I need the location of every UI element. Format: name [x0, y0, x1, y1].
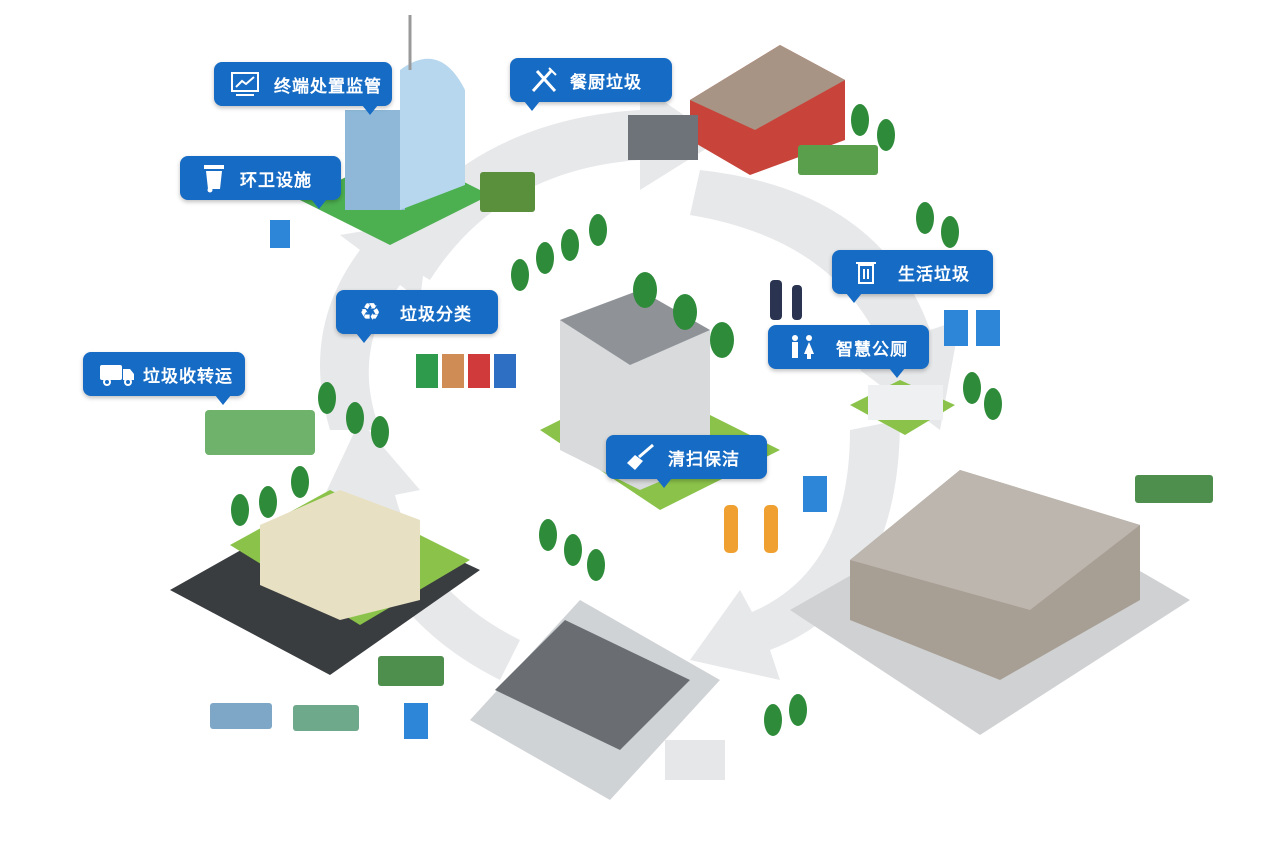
smart-toilet-building	[850, 380, 955, 435]
callout-terminal-disposal[interactable]: 终端处置监管	[214, 62, 392, 115]
garbage-truck	[1135, 475, 1213, 503]
callout-label: 环卫设施	[240, 170, 312, 191]
trees	[231, 104, 1002, 736]
office-tower	[300, 15, 490, 245]
wheelie-bin-icon	[196, 163, 232, 193]
callout-sanitation-facilities[interactable]: 环卫设施	[180, 156, 341, 209]
logistics-warehouse	[790, 470, 1190, 735]
cycle-arrow-bottom-left	[320, 420, 520, 680]
callout-tail	[889, 368, 905, 378]
callout-tail	[524, 101, 540, 111]
callout-label: 生活垃圾	[898, 264, 970, 285]
trash-can-icon	[848, 257, 884, 287]
callout-tail	[362, 105, 378, 115]
callout-household-waste[interactable]: 生活垃圾	[832, 250, 993, 303]
garbage-truck	[480, 172, 535, 212]
callout-tail	[356, 333, 372, 343]
callout-tail	[846, 293, 862, 303]
residential-villa	[170, 490, 480, 675]
callout-label: 智慧公厕	[836, 339, 908, 360]
fork-knife-icon	[526, 65, 562, 95]
truck-icon	[99, 359, 135, 389]
callout-label: 垃圾分类	[400, 304, 472, 325]
garbage-truck	[210, 703, 272, 729]
callout-label: 垃圾收转运	[143, 366, 233, 387]
callout-tail	[311, 199, 327, 209]
callout-waste-sorting[interactable]: ♻ 垃圾分类	[336, 290, 498, 343]
broom-icon	[622, 442, 658, 472]
callout-street-cleaning[interactable]: 清扫保洁	[606, 435, 767, 488]
workers	[724, 280, 802, 553]
recycle-icon: ♻	[359, 298, 381, 326]
vehicles	[205, 145, 1213, 731]
garbage-truck	[378, 656, 444, 686]
chart-monitor-icon	[230, 69, 260, 99]
callout-smart-toilet[interactable]: 智慧公厕	[768, 325, 929, 378]
garbage-truck	[293, 705, 359, 731]
callout-label: 餐厨垃圾	[570, 72, 642, 93]
callout-label: 清扫保洁	[668, 449, 740, 470]
callout-tail	[215, 395, 231, 405]
restroom-icon	[784, 332, 820, 362]
cycle-arrow-bottom-right	[690, 420, 900, 680]
garbage-truck	[798, 145, 878, 175]
callout-kitchen-waste[interactable]: 餐厨垃圾	[510, 58, 672, 111]
callout-waste-transport[interactable]: 垃圾收转运	[83, 352, 245, 405]
callout-label: 终端处置监管	[274, 76, 382, 97]
kitchen-waste-plant	[628, 45, 845, 175]
processing-factory	[470, 600, 725, 800]
callout-tail	[656, 478, 672, 488]
waste-bins	[270, 220, 1000, 739]
garbage-truck	[205, 410, 315, 455]
